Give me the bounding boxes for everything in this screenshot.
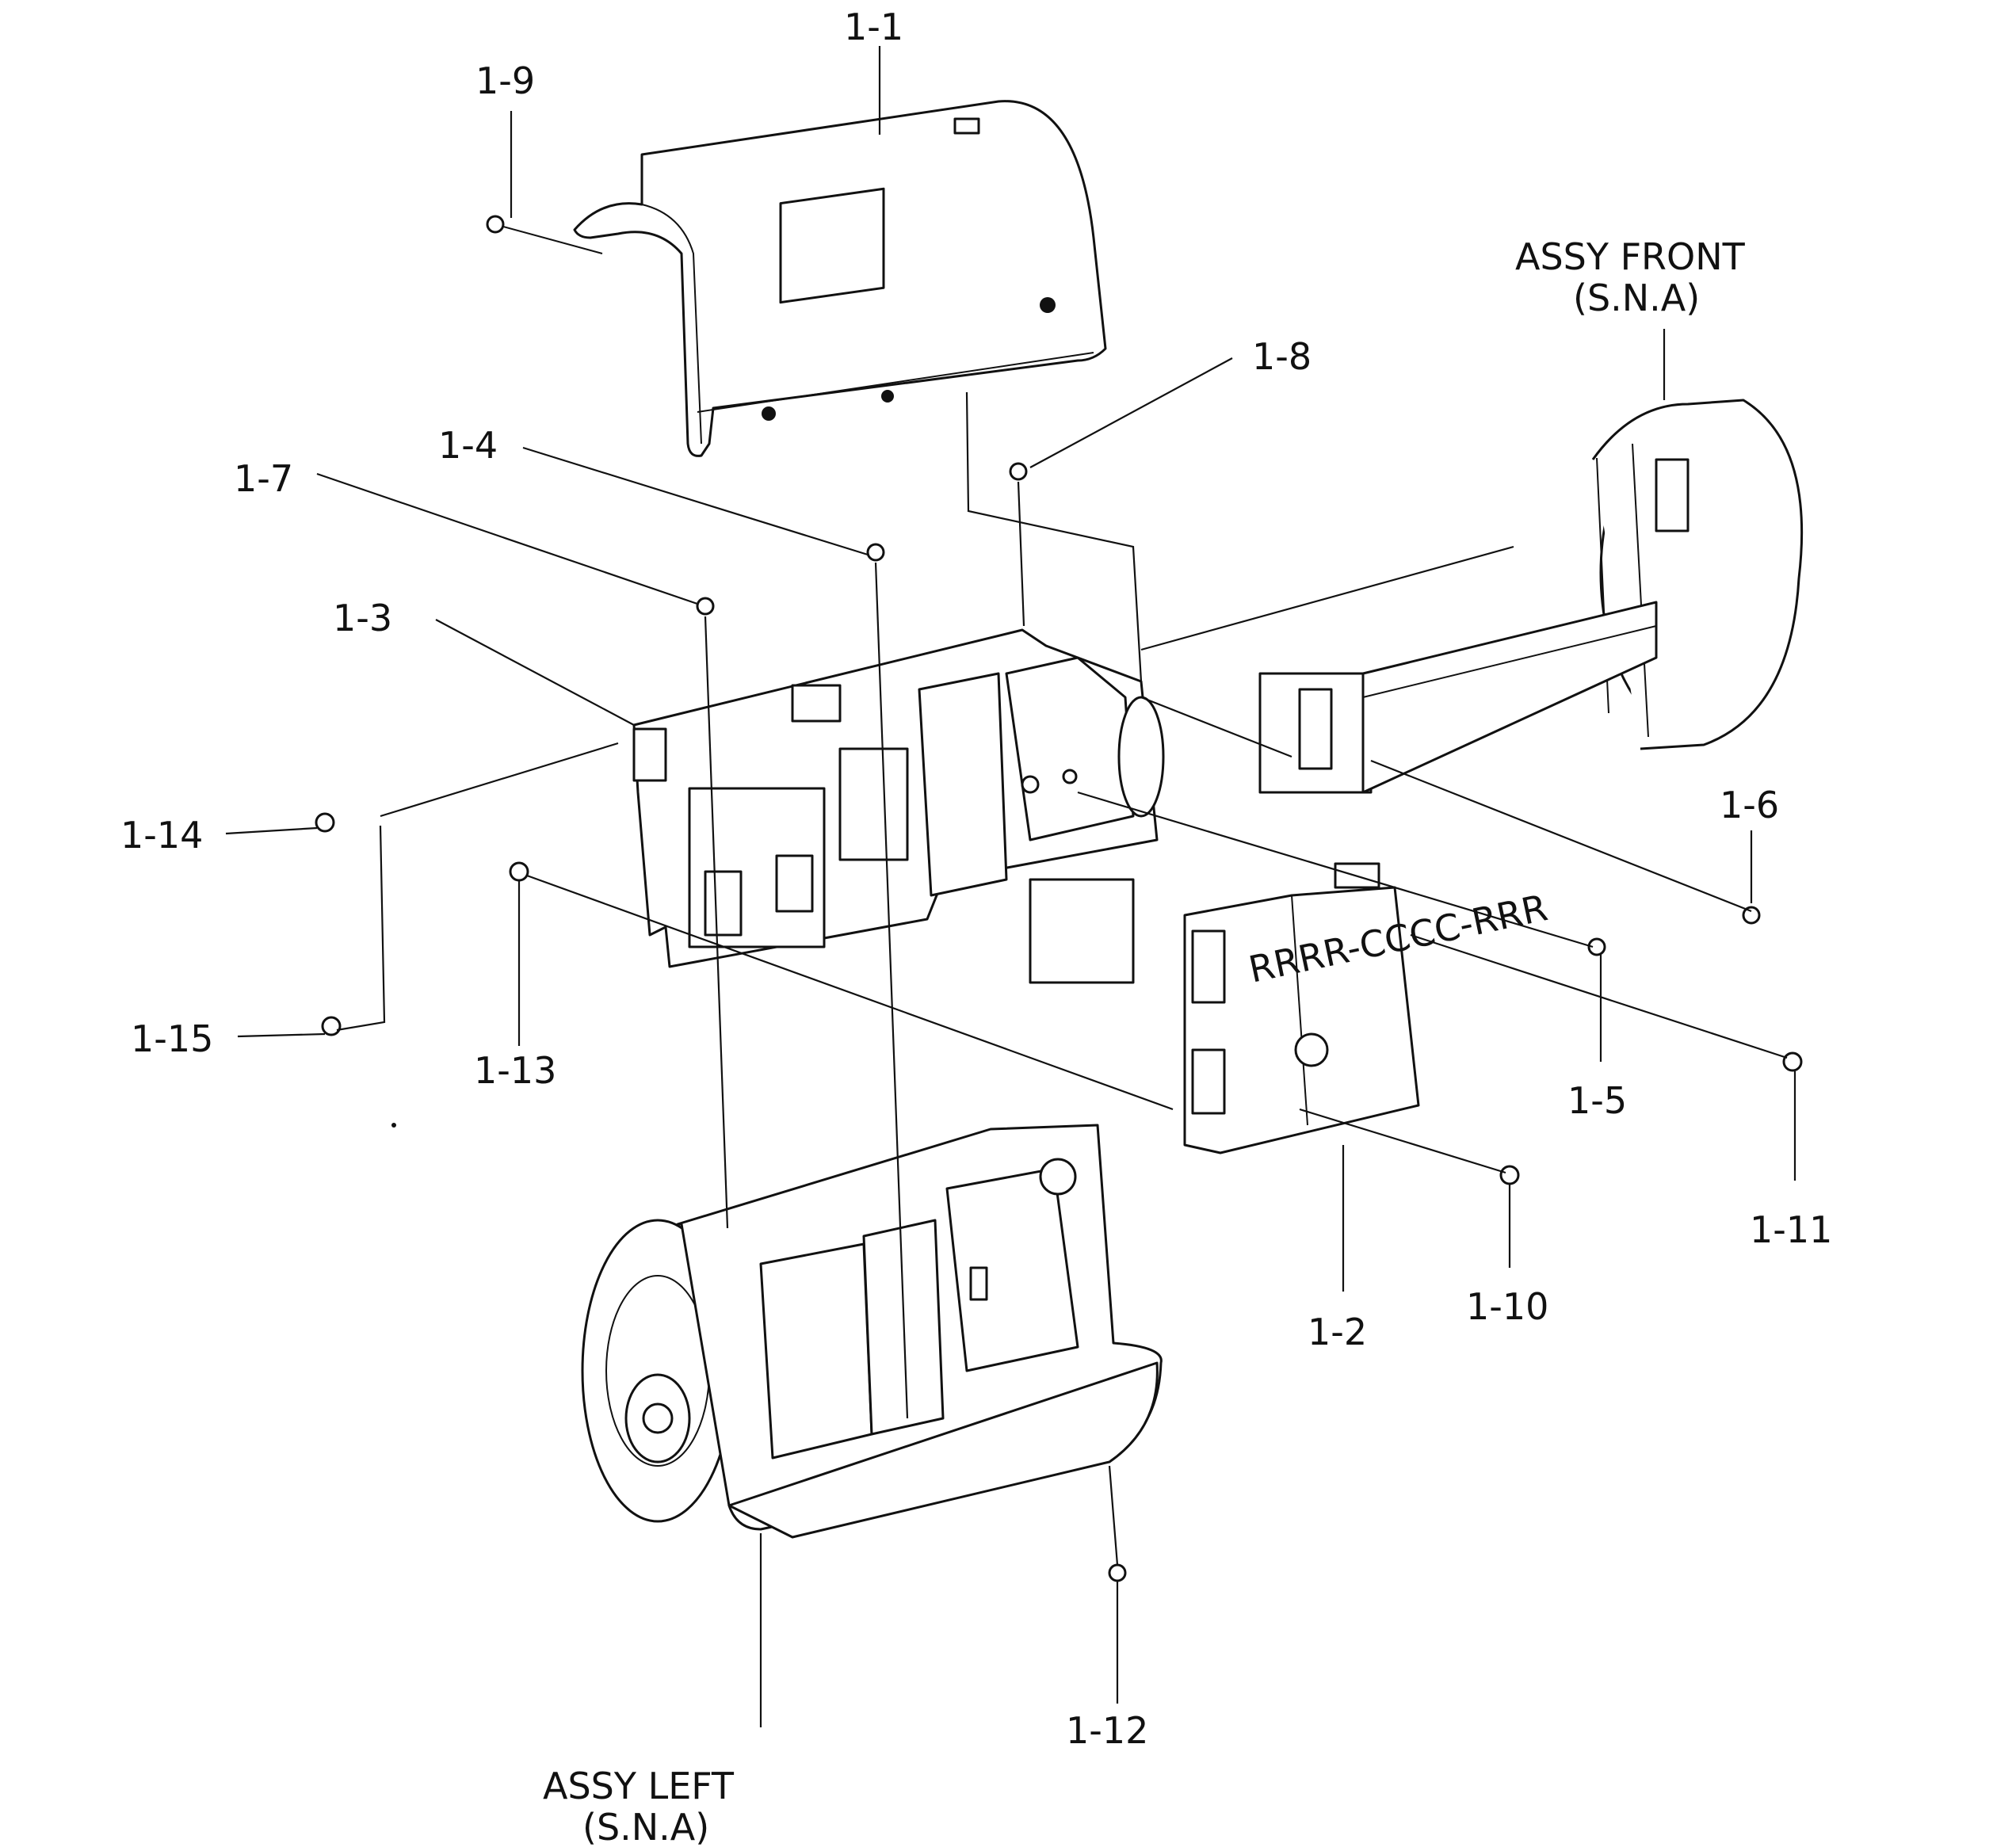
screw-1-14 <box>315 812 335 833</box>
label-assy-front-sna: (S.N.A) <box>1573 277 1700 319</box>
screw-1-15 <box>321 1016 342 1036</box>
label-1-12: 1-12 <box>1066 1709 1148 1752</box>
screw-1-4 <box>866 543 885 562</box>
label-assy-left-sna: (S.N.A) <box>582 1806 709 1847</box>
screw-1-12 <box>1108 1563 1127 1582</box>
label-1-4: 1-4 <box>438 424 498 467</box>
part-labels: 1-1 1-9 1-8 1-4 1-7 1-3 1-14 1-15 1-13 1… <box>120 6 1832 1847</box>
label-1-13: 1-13 <box>474 1049 556 1092</box>
screw-1-5 <box>1587 937 1606 956</box>
label-assy-left: ASSY LEFT <box>543 1765 735 1807</box>
label-assy-front: ASSY FRONT <box>1515 235 1746 278</box>
label-1-10: 1-10 <box>1466 1285 1548 1328</box>
screw-1-13 <box>509 861 529 882</box>
label-1-1: 1-1 <box>844 6 903 48</box>
label-1-7: 1-7 <box>234 457 293 500</box>
part-top-cover <box>486 100 1107 457</box>
label-1-6: 1-6 <box>1720 784 1779 826</box>
screw-1-6 <box>1742 906 1761 925</box>
label-1-14: 1-14 <box>120 814 203 857</box>
screws <box>315 462 1803 1582</box>
label-1-3: 1-3 <box>333 597 392 639</box>
label-1-2: 1-2 <box>1308 1311 1367 1353</box>
screw-1-8 <box>1009 462 1028 481</box>
label-1-15: 1-15 <box>131 1017 213 1060</box>
part-side-module: RRRR-CCCC-RRR <box>1183 862 1551 1154</box>
label-1-9: 1-9 <box>475 59 535 102</box>
label-1-5: 1-5 <box>1567 1079 1627 1122</box>
screw-1-7 <box>696 597 715 616</box>
part-main-chassis <box>632 628 1165 984</box>
leader-lines <box>225 46 1796 1727</box>
stray-dot <box>391 1123 396 1128</box>
label-1-11: 1-11 <box>1750 1208 1832 1251</box>
screw-1-10 <box>1499 1165 1520 1185</box>
label-1-8: 1-8 <box>1252 335 1312 378</box>
part-assy-left <box>581 1124 1163 1539</box>
part-assy-front <box>1258 399 1804 794</box>
assembly-lines <box>380 391 1788 1566</box>
screw-1-11 <box>1782 1051 1803 1072</box>
